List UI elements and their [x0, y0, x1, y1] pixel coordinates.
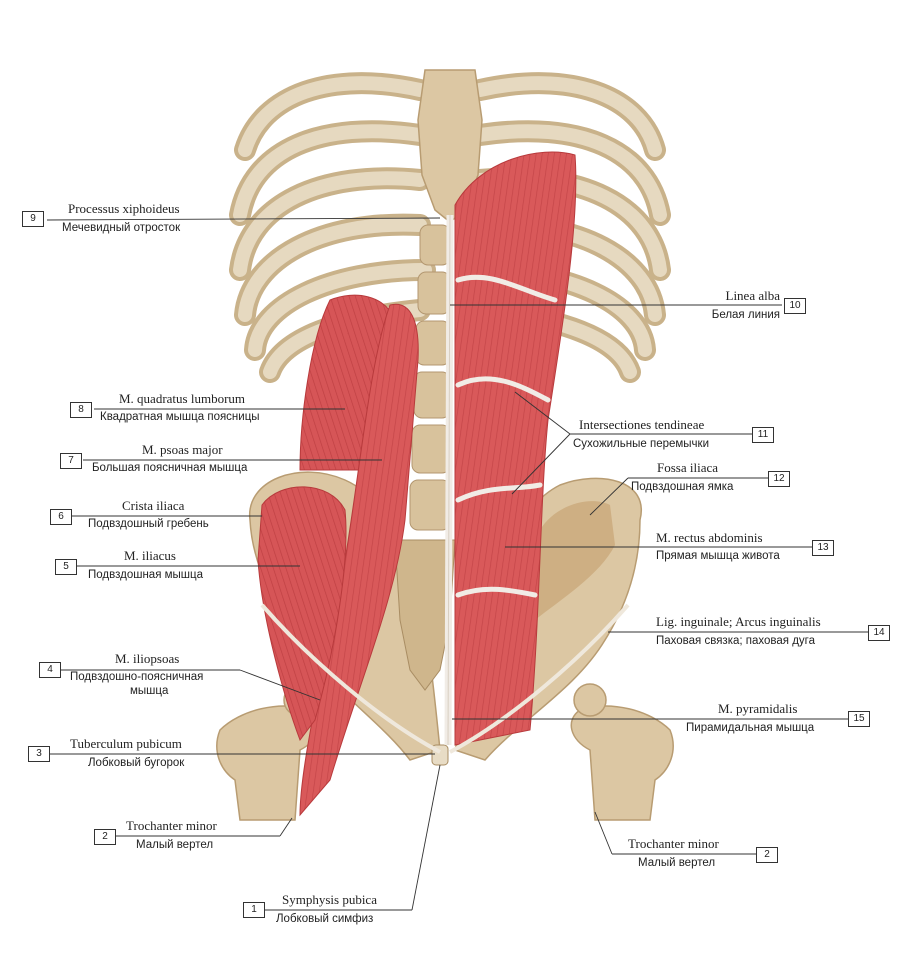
label-m-pyramidalis: M. pyramidalis — [718, 701, 798, 716]
label-number-7: 7 — [60, 453, 82, 469]
label-number-1: 1 — [243, 902, 265, 918]
label-number-2-right: 2 — [756, 847, 778, 863]
label-number-4: 4 — [39, 662, 61, 678]
label-linea-alba: Linea alba — [725, 288, 781, 303]
label-podvzdoshnaya-yamka: Подвздошная ямка — [631, 481, 734, 493]
label-number-5: 5 — [55, 559, 77, 575]
label-podvzdoshnaya-myshca: Подвздошная мышца — [88, 569, 203, 581]
label-number-11: 11 — [752, 427, 774, 443]
label-malyj-vertel-left: Малый вертел — [136, 839, 214, 851]
label-processus-xiphoideus: Processus xiphoideus — [68, 201, 180, 216]
label-number-12: 12 — [768, 471, 790, 487]
label-m-rectus-abdominis: M. rectus abdominis — [656, 530, 763, 545]
label-suhozhilnye-peremychki: Сухожильные перемычки — [573, 438, 710, 450]
label-number-2-left: 2 — [94, 829, 116, 845]
label-pahovaya-svyazka: Паховая связка; паховая дуга — [656, 635, 816, 647]
label-podvzdoshnyj-greben: Подвздошный гребень — [88, 518, 209, 530]
label-number-14: 14 — [868, 625, 890, 641]
label-fossa-iliaca: Fossa iliaca — [657, 460, 719, 475]
iliacus — [257, 486, 347, 742]
label-intersectiones-tendineae: Intersectiones tendineae — [579, 417, 705, 432]
label-number-8: 8 — [70, 402, 92, 418]
femur-right — [570, 683, 674, 821]
label-trochanter-minor-left: Trochanter minor — [126, 818, 217, 833]
label-number-15: 15 — [848, 711, 870, 727]
psoas-major — [299, 303, 419, 817]
label-crista-iliaca: Crista iliaca — [122, 498, 185, 513]
fossa-iliaca — [528, 501, 615, 620]
label-number-3: 3 — [28, 746, 50, 762]
rectus-abdominis — [454, 151, 577, 746]
label-symphysis-pubica: Symphysis pubica — [282, 892, 377, 907]
sacrum — [394, 539, 456, 691]
label-mechevidnyj-otrostok: Мечевидный отросток — [62, 222, 181, 234]
label-piramidalnaya-myshca: Пирамидальная мышца — [686, 722, 815, 734]
label-bolshaya-poyasnichnaya: Большая поясничная мышца — [92, 462, 248, 474]
label-lig-inguinale: Lig. inguinale; Arcus inguinalis — [656, 614, 821, 629]
label-m-iliopsoas: M. iliopsoas — [115, 651, 180, 666]
label-myshca: мышца — [130, 685, 169, 697]
tendinous-intersections — [455, 274, 558, 598]
label-number-13: 13 — [812, 540, 834, 556]
label-m-iliacus: M. iliacus — [124, 548, 176, 563]
label-trochanter-minor-right: Trochanter minor — [628, 836, 719, 851]
label-belaya-liniya: Белая линия — [711, 309, 780, 321]
label-tuberculum-pubicum: Tuberculum pubicum — [70, 736, 182, 751]
label-malyj-vertel-right: Малый вертел — [638, 857, 716, 869]
label-number-6: 6 — [50, 509, 72, 525]
label-m-psoas-major: M. psoas major — [142, 442, 223, 457]
label-podvzdoshno-poyasnichnaya: Подвздошно-поясничная — [70, 671, 204, 683]
label-pryamaya-myshca: Прямая мышца живота — [656, 550, 780, 562]
inguinal-ligaments — [260, 603, 630, 754]
label-lobkovyj-bugorok: Лобковый бугорок — [88, 757, 185, 769]
label-m-quadratus-lumborum: M. quadratus lumborum — [119, 391, 246, 406]
leader-lines — [46, 217, 868, 911]
label-number-9: 9 — [22, 211, 44, 227]
label-lobkovyj-simfiz: Лобковый симфиз — [276, 913, 374, 925]
label-kvadratnaya-myshca: Квадратная мышца поясницы — [100, 411, 260, 423]
label-number-10: 10 — [784, 298, 806, 314]
